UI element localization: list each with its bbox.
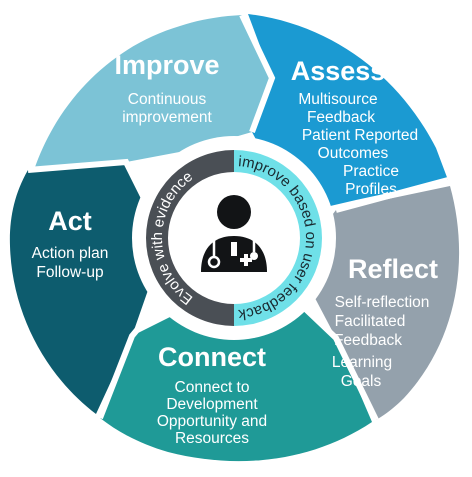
inner-ring-right bbox=[234, 150, 322, 326]
reflect-line-1: Self-reflection bbox=[335, 294, 430, 311]
assess-line-4: Outcomes bbox=[318, 145, 389, 162]
connect-title: Connect bbox=[158, 342, 266, 372]
connect-line-3: Opportunity and bbox=[157, 413, 267, 430]
label-improve: Improve Continuous improvement bbox=[114, 50, 219, 126]
improve-line-1: Continuous bbox=[128, 91, 207, 108]
improve-line-2: improvement bbox=[122, 109, 212, 126]
reflect-line-4: Learning bbox=[332, 354, 392, 371]
label-connect: Connect Connect to Development Opportuni… bbox=[157, 342, 267, 447]
reflect-line-3: Feedback bbox=[334, 332, 402, 349]
act-line-1: Action plan bbox=[32, 245, 109, 262]
reflect-line-2: Facilitated bbox=[335, 313, 406, 330]
reflect-line-5: Goals bbox=[341, 373, 382, 390]
connect-line-4: Resources bbox=[175, 430, 249, 447]
act-line-2: Follow-up bbox=[36, 264, 103, 281]
improve-title: Improve bbox=[114, 50, 219, 80]
reflect-title: Reflect bbox=[348, 254, 438, 284]
segment-improve bbox=[34, 15, 272, 170]
connect-line-2: Development bbox=[166, 396, 258, 413]
segment-reflect bbox=[296, 186, 460, 420]
connect-line-1: Connect to bbox=[175, 379, 250, 396]
assess-line-1: Multisource bbox=[298, 91, 377, 108]
segment-connect bbox=[100, 300, 372, 462]
assess-line-3: Patient Reported bbox=[302, 127, 418, 144]
assess-line-2: Feedback bbox=[307, 109, 375, 126]
assess-title: Assess bbox=[291, 56, 386, 86]
act-title: Act bbox=[48, 206, 92, 236]
assess-line-6: Profiles bbox=[345, 181, 397, 198]
label-assess: Assess Multisource Feedback Patient Repo… bbox=[291, 56, 418, 198]
assess-line-5: Practice bbox=[343, 163, 399, 180]
inner-ring-left bbox=[146, 150, 234, 326]
doctor-icon bbox=[201, 195, 267, 272]
label-reflect: Reflect Self-reflection Facilitated Feed… bbox=[332, 254, 438, 390]
label-act: Act Action plan Follow-up bbox=[32, 206, 109, 281]
